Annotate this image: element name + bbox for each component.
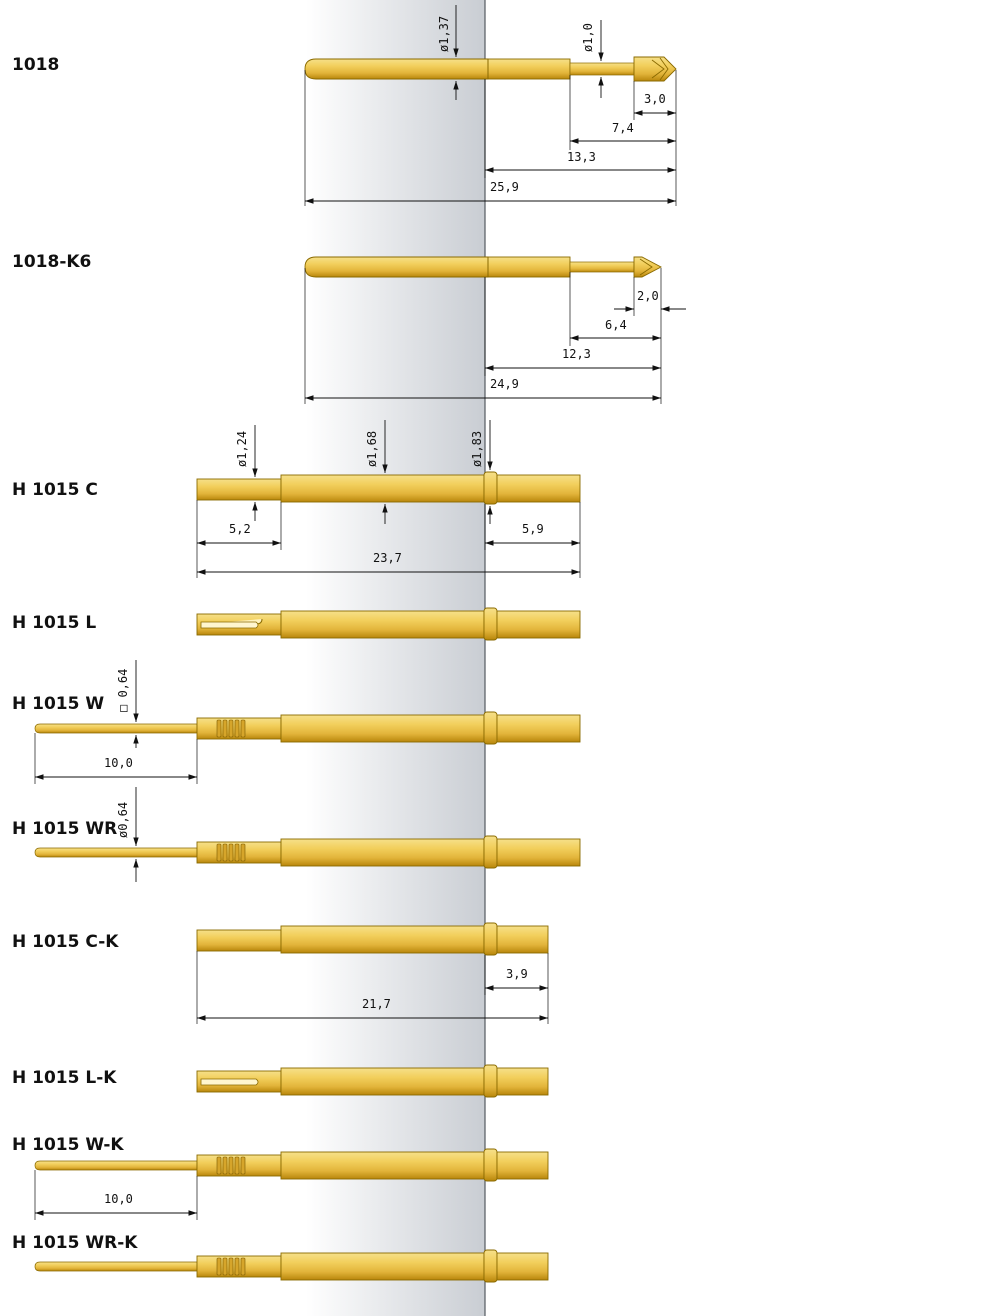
product-h1015l: H 1015 L bbox=[12, 607, 581, 641]
dim-h1015c-front-length: 5,2 bbox=[229, 522, 251, 536]
dim-1018-total-length: 25,9 bbox=[490, 180, 519, 194]
dim-h1015wr-wire-diameter: ø0,64 bbox=[116, 802, 130, 838]
dim-h1015c-diameter-collar: ø1,83 bbox=[470, 431, 484, 467]
dim-1018-k6-length-a: 6,4 bbox=[605, 318, 627, 332]
dim-1018-length-a: 7,4 bbox=[612, 121, 634, 135]
product-label-1018: 1018 bbox=[12, 55, 59, 75]
dim-1018-k6-length-b: 12,3 bbox=[562, 347, 591, 361]
dim-h1015wk-wire-length: 10,0 bbox=[104, 1192, 133, 1206]
product-label-1018-k6: 1018-K6 bbox=[12, 252, 91, 272]
probe-1018-k6-drawing bbox=[304, 256, 662, 278]
dim-1018-k6-total-length: 24,9 bbox=[490, 377, 519, 391]
dim-h1015c-diameter-small: ø1,24 bbox=[235, 431, 249, 467]
knurl-h1015wrk bbox=[216, 1257, 246, 1276]
receptacle-h1015w-drawing bbox=[34, 711, 581, 745]
product-label-h1015wr: H 1015 WR bbox=[12, 819, 117, 839]
dim-h1015w-wire-length: 10,0 bbox=[104, 756, 133, 770]
receptacle-h1015l-drawing bbox=[196, 607, 581, 641]
dim-1018-diameter-tip: ø1,0 bbox=[581, 23, 595, 52]
product-1018-k6: 1018-K6 2,0 6,4 12,3 24,9 bbox=[12, 252, 686, 404]
dim-h1015c-total-length: 23,7 bbox=[373, 551, 402, 565]
product-label-h1015l: H 1015 L bbox=[12, 613, 96, 633]
product-label-h1015lk: H 1015 L-K bbox=[12, 1068, 117, 1088]
knurl-h1015wk bbox=[216, 1156, 246, 1175]
receptacle-h1015lk-drawing bbox=[196, 1064, 549, 1098]
product-h1015wk: H 1015 W-K 10,0 bbox=[12, 1135, 549, 1220]
dim-h1015c-diameter-body: ø1,68 bbox=[365, 431, 379, 467]
product-h1015wrk: H 1015 WR-K bbox=[12, 1233, 549, 1283]
mounting-plate-band bbox=[306, 0, 485, 1316]
product-h1015c: H 1015 C ø1,24 ø1,68 ø1,83 5,2 5,9 23, bbox=[12, 420, 581, 578]
dim-h1015ck-total-length: 21,7 bbox=[362, 997, 391, 1011]
dim-1018-length-b: 13,3 bbox=[567, 150, 596, 164]
dim-1018-k6-tip-length: 2,0 bbox=[637, 289, 659, 303]
dim-h1015c-rear-length: 5,9 bbox=[522, 522, 544, 536]
knurl-h1015w bbox=[216, 719, 246, 738]
product-h1015w: H 1015 W □ 0,64 10,0 bbox=[12, 660, 581, 784]
product-label-h1015wk: H 1015 W-K bbox=[12, 1135, 124, 1155]
dim-1018-tip-length: 3,0 bbox=[644, 92, 666, 106]
probe-1018-drawing bbox=[304, 56, 677, 82]
product-h1015wr: H 1015 WR ø0,64 bbox=[12, 787, 581, 882]
product-label-h1015w: H 1015 W bbox=[12, 694, 104, 714]
receptacle-h1015wk-drawing bbox=[34, 1148, 549, 1182]
product-h1015lk: H 1015 L-K bbox=[12, 1064, 549, 1098]
dim-1018-diameter-body: ø1,37 bbox=[437, 16, 451, 52]
product-label-h1015wrk: H 1015 WR-K bbox=[12, 1233, 138, 1253]
dim-h1015w-square-wire: □ 0,64 bbox=[116, 669, 130, 712]
product-label-h1015ck: H 1015 C-K bbox=[12, 932, 119, 952]
receptacle-h1015wr-drawing bbox=[34, 835, 581, 869]
dim-h1015ck-rear-length: 3,9 bbox=[506, 967, 528, 981]
receptacle-h1015wrk-drawing bbox=[34, 1249, 549, 1283]
receptacle-h1015ck-drawing bbox=[196, 922, 549, 956]
product-label-h1015c: H 1015 C bbox=[12, 480, 98, 500]
receptacle-h1015c-drawing bbox=[196, 471, 581, 505]
product-h1015ck: H 1015 C-K 3,9 21,7 bbox=[12, 922, 549, 1024]
knurl-h1015wr bbox=[216, 843, 246, 862]
product-1018: 1018 ø1,37 ø1,0 3,0 7,4 13,3 bbox=[12, 5, 677, 206]
